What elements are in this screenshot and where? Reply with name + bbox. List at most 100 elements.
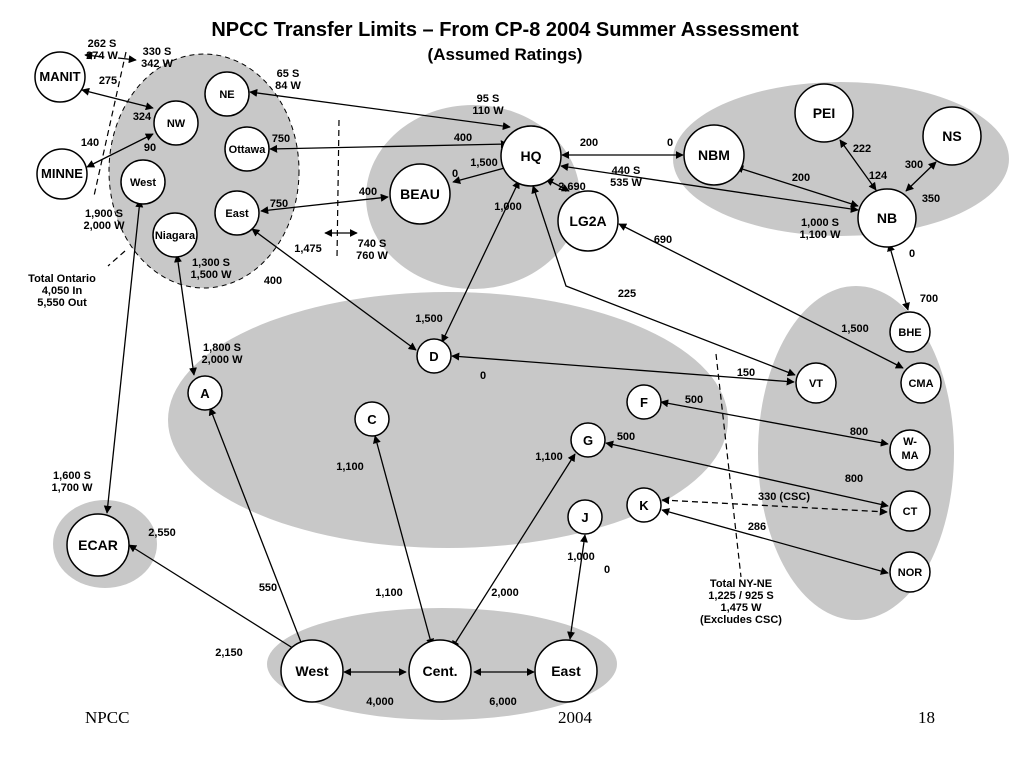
node-bhe[interactable]: BHE — [889, 311, 931, 353]
node-pjm-cent[interactable]: Cent. — [408, 639, 472, 703]
node-minne[interactable]: MINNE — [36, 148, 88, 200]
link-c-cent — [373, 435, 434, 647]
node-g[interactable]: G — [570, 422, 606, 458]
link-east-beau — [260, 193, 389, 215]
node-d[interactable]: D — [416, 338, 452, 374]
node-ecar[interactable]: ECAR — [66, 513, 130, 577]
node-beau[interactable]: BEAU — [389, 163, 451, 225]
node-ns-label: NS — [942, 128, 961, 144]
label-140: 140 — [81, 137, 99, 149]
node-cma-label: CMA — [908, 378, 933, 390]
label-550: 550 — [259, 582, 277, 594]
label-1000-j: 1,000 — [567, 551, 595, 563]
node-manit-label: MANIT — [39, 69, 80, 84]
label-1500-beau-hq: 1,500 — [470, 157, 498, 169]
label-1475: 1,475 — [294, 243, 322, 255]
node-nb-label: NB — [877, 210, 897, 226]
label-1100-g: 1,100 — [535, 451, 563, 463]
node-ns[interactable]: NS — [922, 106, 982, 166]
link-minne-nw — [86, 133, 154, 168]
link-manit-330 — [117, 55, 137, 64]
node-ottawa-label: Ottawa — [229, 144, 267, 156]
label-225: 225 — [618, 288, 636, 300]
label-222: 222 — [853, 143, 871, 155]
node-ct[interactable]: CT — [889, 490, 931, 532]
label-400-ottawa-hq: 400 — [454, 132, 472, 144]
node-cma[interactable]: CMA — [900, 362, 942, 404]
slide-footer: NPCC 2004 18 — [85, 708, 935, 727]
label-275: 275 — [99, 75, 117, 87]
node-ne[interactable]: NE — [204, 71, 250, 117]
node-pjm-cent-label: Cent. — [423, 663, 458, 679]
label-150: 150 — [737, 367, 755, 379]
label-6000: 6,000 — [489, 696, 517, 708]
node-lg2a-label: LG2A — [569, 213, 606, 229]
node-hq[interactable]: HQ — [500, 125, 562, 187]
node-a[interactable]: A — [187, 375, 223, 411]
label-200-hq-nbm: 200 — [580, 137, 598, 149]
node-ottawa[interactable]: Ottawa — [224, 126, 270, 172]
node-nw[interactable]: NW — [153, 100, 199, 146]
node-manit[interactable]: MANIT — [34, 51, 86, 103]
node-j[interactable]: J — [567, 499, 603, 535]
node-bhe-label: BHE — [898, 327, 921, 339]
label-500-g: 500 — [617, 431, 635, 443]
link-j-east — [567, 534, 588, 640]
node-ecar-label: ECAR — [78, 537, 118, 553]
node-east-on[interactable]: East — [214, 190, 260, 236]
node-niagara-label: Niagara — [155, 230, 196, 242]
node-c[interactable]: C — [354, 401, 390, 437]
node-west-on[interactable]: West — [120, 159, 166, 205]
label-0-nbm: 0 — [667, 137, 673, 149]
label-400-east-beau: 400 — [359, 186, 377, 198]
node-niagara[interactable]: Niagara — [152, 212, 198, 258]
node-k[interactable]: K — [626, 487, 662, 523]
label-0-d-vt: 0 — [480, 370, 486, 382]
node-wma[interactable]: W-MA — [889, 429, 931, 471]
node-f[interactable]: F — [626, 384, 662, 420]
link-west-ecar — [103, 199, 144, 514]
link-manit-nw — [81, 87, 154, 111]
node-nbm[interactable]: NBM — [683, 124, 745, 186]
label-4000: 4,000 — [366, 696, 394, 708]
node-beau-label: BEAU — [400, 186, 440, 202]
ny-ne-interface-line — [715, 353, 742, 578]
label-800-wma: 800 — [850, 426, 868, 438]
node-ct-label: CT — [903, 506, 918, 518]
label-750-east: 750 — [270, 198, 288, 210]
footer-page-number: 18 — [918, 708, 935, 727]
transfer-links — [81, 51, 937, 676]
label-286: 286 — [748, 521, 766, 533]
manit-interface-line — [93, 51, 127, 197]
label-350: 350 — [922, 193, 940, 205]
node-g-label: G — [583, 433, 593, 448]
node-nor[interactable]: NOR — [889, 551, 931, 593]
node-pjm-east[interactable]: East — [534, 639, 598, 703]
label-750-ottawa: 750 — [272, 133, 290, 145]
label-1500-cma: 1,500 — [841, 323, 869, 335]
node-west-on-label: West — [130, 177, 156, 189]
link-ns-nb — [905, 161, 937, 192]
node-east-on-label: East — [225, 208, 249, 220]
node-pjm-west[interactable]: West — [280, 639, 344, 703]
node-k-label: K — [639, 498, 649, 513]
label-200-nbm-nb: 200 — [792, 172, 810, 184]
link-manit-262 — [84, 51, 105, 60]
diagram-title: NPCC Transfer Limits – From CP-8 2004 Su… — [211, 19, 799, 41]
node-lg2a[interactable]: LG2A — [557, 190, 619, 252]
node-vt[interactable]: VT — [795, 362, 837, 404]
node-nor-label: NOR — [898, 567, 923, 579]
on-hq-interface-line — [336, 119, 340, 259]
node-pei[interactable]: PEI — [794, 83, 854, 143]
total-ontario-pointer — [107, 250, 126, 267]
node-nb[interactable]: NB — [857, 188, 917, 248]
label-90: 90 — [144, 142, 156, 154]
